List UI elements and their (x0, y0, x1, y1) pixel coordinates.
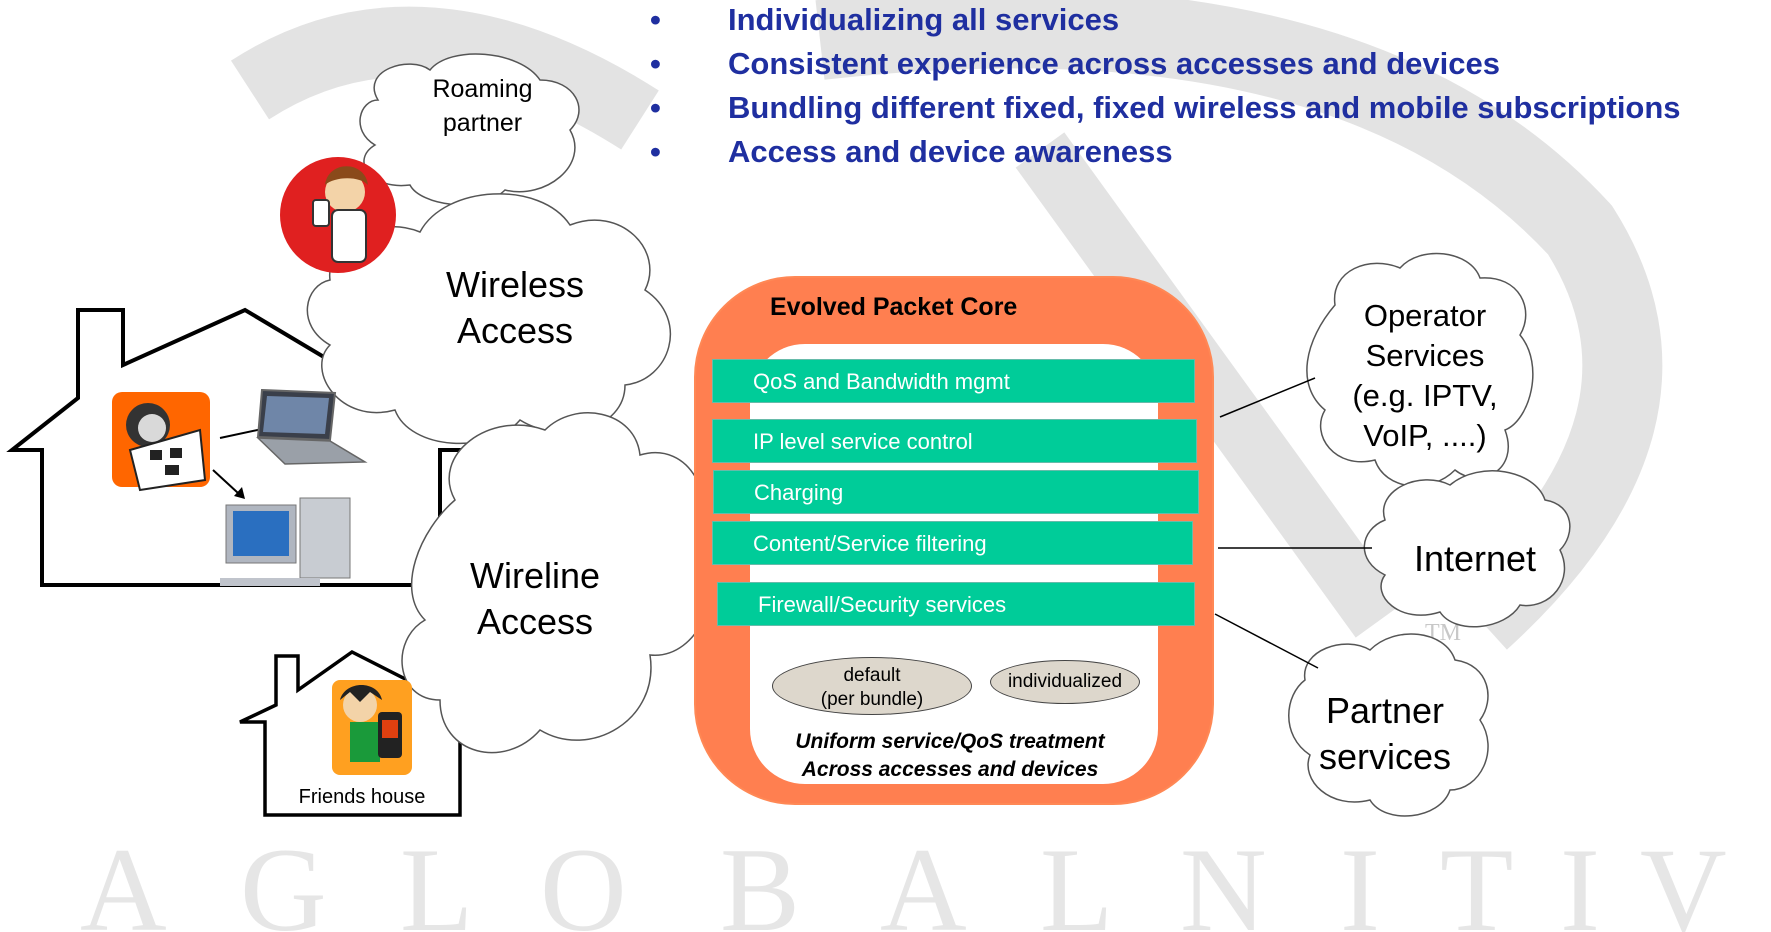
connector-partner (1214, 613, 1319, 669)
bullet-item: Individualizing all services (650, 2, 1760, 38)
wireless-access-label: Wireless Access (405, 262, 625, 354)
partner-services-label: Partner services (1290, 688, 1480, 780)
svg-text:O: O (540, 823, 627, 932)
arrow-to-desktop (212, 469, 239, 494)
band-ip-service-control: IP level service control (712, 419, 1197, 463)
operator-services-label: Operator Services (e.g. IPTV, VoIP, ....… (1315, 296, 1535, 456)
home-user-avatar (112, 392, 210, 492)
default-bundle-ellipse: default (per bundle) (772, 657, 972, 715)
roaming-partner-label: Roaming partner (400, 72, 565, 140)
wireline-line-2: Access (476, 601, 594, 642)
epc-title: Evolved Packet Core (770, 293, 1018, 321)
wireline-access-label: Wireline Access (425, 553, 645, 645)
roaming-line-1: Roaming (432, 75, 533, 103)
svg-text:T: T (1440, 823, 1513, 932)
bullet-item: Consistent experience across accesses an… (650, 46, 1760, 82)
friend-user-avatar (332, 680, 412, 775)
svg-text:A: A (80, 823, 167, 932)
svg-text:B: B (720, 823, 800, 932)
mobile-user-avatar (280, 157, 396, 273)
friends-house-label: Friends house (298, 786, 426, 808)
uniform-treatment-caption: Uniform service/QoS treatment Across acc… (760, 728, 1140, 784)
svg-text:L: L (400, 823, 473, 932)
svg-text:I: I (1560, 823, 1600, 932)
uniform-line-2: Across accesses and devices (801, 758, 1099, 781)
band-charging: Charging (713, 470, 1199, 514)
wireless-cloud (306, 193, 672, 445)
bullet-item: Bundling different fixed, fixed wireless… (650, 90, 1760, 126)
desktop-computer-icon (220, 497, 351, 586)
band-firewall-security: Firewall/Security services (717, 582, 1195, 626)
internet-cloud (1363, 470, 1571, 628)
band-content-filtering: Content/Service filtering (712, 521, 1193, 565)
svg-text:V: V (1640, 823, 1727, 932)
connector-operator (1219, 377, 1316, 418)
wireless-line-2: Access (456, 310, 574, 351)
laptop-icon (256, 388, 368, 465)
band-qos: QoS and Bandwidth mgmt (712, 359, 1195, 403)
wireless-line-1: Wireless (445, 264, 584, 305)
roaming-cloud (359, 53, 580, 206)
arrow-head (234, 487, 245, 499)
watermark-arc (231, 6, 659, 150)
operator-line-4: VoIP, ....) (1363, 418, 1487, 453)
partner-line-1: Partner (1325, 690, 1445, 731)
svg-text:N: N (1180, 823, 1267, 932)
svg-text:I: I (1340, 823, 1380, 932)
svg-text:L: L (1040, 823, 1113, 932)
wireline-line-1: Wireline (469, 555, 601, 596)
default-line-2: (per bundle) (820, 689, 924, 710)
uniform-line-1: Uniform service/QoS treatment (795, 730, 1105, 753)
wireline-cloud (401, 412, 711, 754)
partner-cloud (1288, 633, 1489, 817)
partner-line-2: services (1318, 736, 1452, 777)
arrow-to-laptop (219, 428, 263, 439)
operator-line-3: (e.g. IPTV, (1352, 378, 1498, 413)
home-house (6, 307, 488, 587)
operator-cloud (1306, 252, 1534, 487)
operator-line-1: Operator (1363, 298, 1487, 333)
feature-bullet-list: Individualizing all services Consistent … (650, 2, 1760, 178)
bullet-item: Access and device awareness (650, 134, 1760, 170)
default-line-1: default (843, 665, 901, 686)
operator-line-2: Services (1365, 338, 1485, 373)
individualized-ellipse: individualized (990, 660, 1140, 704)
internet-label: Internet (1413, 538, 1537, 579)
svg-text:G: G (240, 823, 327, 932)
svg-text:A: A (880, 823, 967, 932)
roaming-line-2: partner (442, 109, 523, 137)
